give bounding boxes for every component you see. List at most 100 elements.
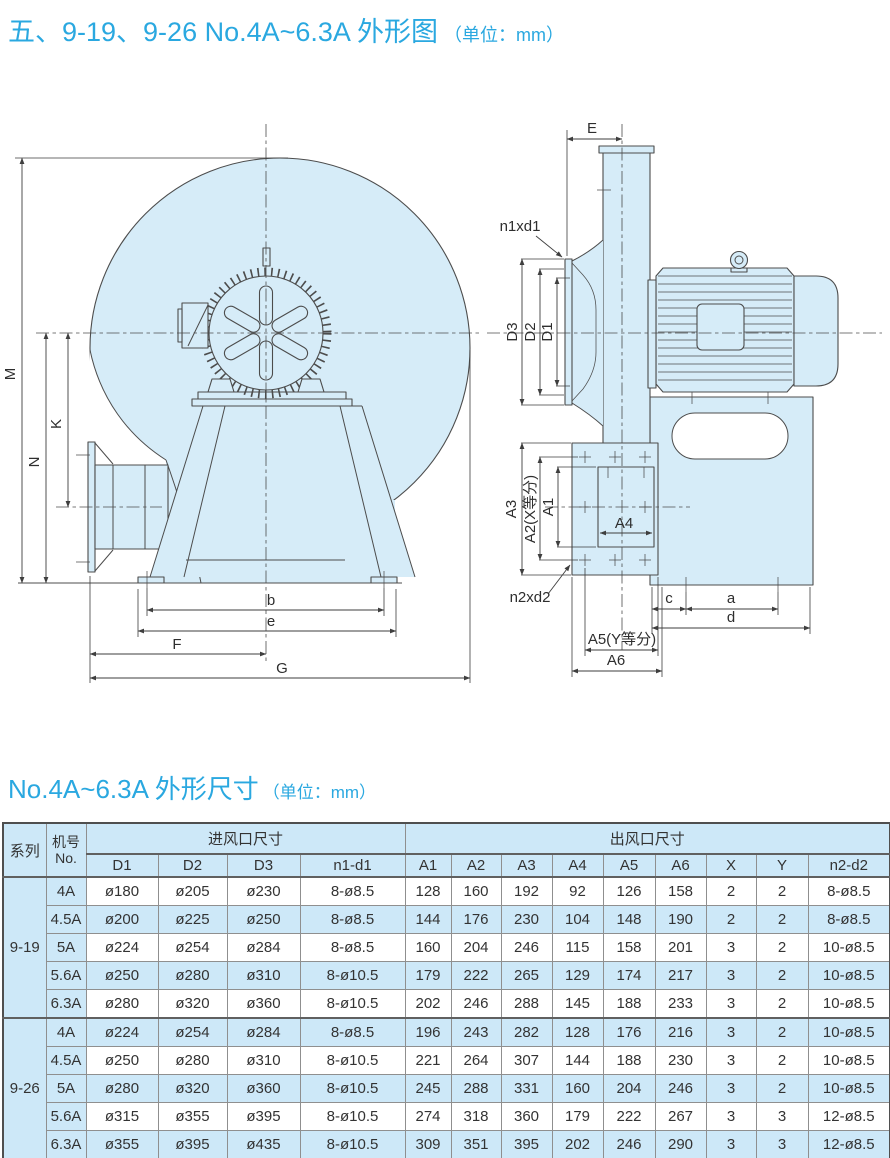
table-cell: 8-ø10.5 bbox=[299, 1102, 406, 1131]
dim-label-d: d bbox=[727, 609, 735, 626]
table-cell: ø355 bbox=[157, 1102, 228, 1131]
table-cell: ø360 bbox=[226, 989, 301, 1019]
table-cell: 104 bbox=[551, 905, 604, 934]
table-cell: 274 bbox=[404, 1102, 452, 1131]
table-cell: 8-ø8.5 bbox=[299, 876, 406, 906]
dim-label-D3: D3 bbox=[504, 322, 521, 341]
table-cell: 318 bbox=[450, 1102, 502, 1131]
table-cell: 230 bbox=[500, 905, 553, 934]
table-row: 4.5A ø250 ø280 ø310 8-ø10.5 221 264 307 … bbox=[3, 1046, 890, 1075]
table-cell: ø205 bbox=[157, 876, 228, 906]
table-cell: ø280 bbox=[85, 989, 159, 1019]
table-cell: ø310 bbox=[226, 1046, 301, 1075]
table-cell: 288 bbox=[450, 1074, 502, 1103]
table-cell: 2 bbox=[755, 1017, 809, 1047]
table-cell: 174 bbox=[602, 961, 656, 990]
header-inlet-group: 进风口尺寸 bbox=[85, 822, 406, 855]
motor-vent-slots bbox=[223, 285, 309, 381]
header-A5: A5 bbox=[602, 853, 656, 878]
table-cell: ø280 bbox=[157, 1046, 228, 1075]
table-cell: ø395 bbox=[226, 1102, 301, 1131]
table-cell: 160 bbox=[450, 876, 502, 906]
table-cell: ø250 bbox=[85, 961, 159, 990]
dim-label-G: G bbox=[276, 660, 288, 677]
table-cell: 3 bbox=[705, 1102, 757, 1131]
table-cell: 309 bbox=[404, 1130, 452, 1158]
table-cell: ø280 bbox=[157, 961, 228, 990]
table-cell: 188 bbox=[602, 1046, 656, 1075]
model-cell: 4A bbox=[45, 1017, 87, 1047]
model-cell: 5.6A bbox=[45, 961, 87, 990]
table-cell: 179 bbox=[404, 961, 452, 990]
table-cell: 3 bbox=[705, 1017, 757, 1047]
table-cell: 145 bbox=[551, 989, 604, 1019]
table-cell: 196 bbox=[404, 1017, 452, 1047]
header-series: 系列 bbox=[2, 822, 47, 878]
table-cell: 282 bbox=[500, 1017, 553, 1047]
dim-label-b: b bbox=[267, 592, 275, 609]
table-cell: 246 bbox=[450, 989, 502, 1019]
table-cell: 2 bbox=[755, 989, 809, 1019]
table-cell: 10-ø8.5 bbox=[807, 1017, 890, 1047]
table-cell: 243 bbox=[450, 1017, 502, 1047]
table-cell: 8-ø8.5 bbox=[807, 905, 890, 934]
table-cell: 2 bbox=[705, 876, 757, 906]
table-cell: 216 bbox=[654, 1017, 707, 1047]
table-cell: 3 bbox=[755, 1130, 809, 1158]
header-A2: A2 bbox=[450, 853, 502, 878]
table-cell: 230 bbox=[654, 1046, 707, 1075]
terminal-box bbox=[181, 302, 209, 349]
table-cell: ø310 bbox=[226, 961, 301, 990]
table-cell: 307 bbox=[500, 1046, 553, 1075]
header-D2: D2 bbox=[157, 853, 228, 878]
table-cell: 3 bbox=[755, 1102, 809, 1131]
table-cell: 115 bbox=[551, 933, 604, 962]
table-cell: 8-ø8.5 bbox=[299, 905, 406, 934]
dim-label-A6: A6 bbox=[607, 652, 625, 669]
eyebolt bbox=[729, 250, 749, 270]
table-cell: 126 bbox=[602, 876, 656, 906]
fan-outline-drawing: M N K b e F G bbox=[2, 120, 882, 683]
table-cell: 192 bbox=[500, 876, 553, 906]
table-cell: 222 bbox=[450, 961, 502, 990]
motor-endcap bbox=[793, 275, 839, 387]
table-cell: 3 bbox=[705, 961, 757, 990]
dim-label-n2xd2: n2xd2 bbox=[510, 589, 551, 606]
table-cell: 179 bbox=[551, 1102, 604, 1131]
table-cell: 10-ø8.5 bbox=[807, 1046, 890, 1075]
dim-label-E: E bbox=[587, 120, 597, 137]
table-cell: ø360 bbox=[226, 1074, 301, 1103]
header-D3: D3 bbox=[226, 853, 301, 878]
table-cell: 10-ø8.5 bbox=[807, 933, 890, 962]
table-cell: 3 bbox=[705, 1130, 757, 1158]
table-cell: 158 bbox=[654, 876, 707, 906]
header-n1-d1: n1-d1 bbox=[299, 853, 406, 878]
table-cell: 10-ø8.5 bbox=[807, 961, 890, 990]
side-dimension-lines bbox=[519, 136, 811, 674]
table-cell: ø225 bbox=[157, 905, 228, 934]
table-cell: ø315 bbox=[85, 1102, 159, 1131]
table-cell: ø200 bbox=[85, 905, 159, 934]
table-cell: 2 bbox=[755, 905, 809, 934]
header-Y: Y bbox=[755, 853, 809, 878]
table-row: 9-26 4A ø224 ø254 ø284 8-ø8.5 196 243 28… bbox=[2, 1017, 890, 1158]
dim-label-A3: A3 bbox=[503, 500, 520, 518]
dim-label-A5: A5(Y等分) bbox=[588, 630, 656, 648]
table-cell: ø284 bbox=[226, 933, 301, 962]
table-cell: ø435 bbox=[226, 1130, 301, 1158]
front-dimension-lines bbox=[19, 157, 471, 681]
model-cell: 5A bbox=[45, 933, 87, 962]
dim-label-a: a bbox=[727, 590, 736, 607]
table-cell: 245 bbox=[404, 1074, 452, 1103]
header-model-line1: 机号 bbox=[52, 833, 80, 850]
table-cell: 233 bbox=[654, 989, 707, 1019]
table-cell: 128 bbox=[404, 876, 452, 906]
table-cell: 2 bbox=[755, 933, 809, 962]
dim-label-K: K bbox=[48, 419, 65, 429]
table-cell: 8-ø10.5 bbox=[299, 961, 406, 990]
table-row: 5.6A ø250 ø280 ø310 8-ø10.5 179 222 265 … bbox=[3, 961, 890, 990]
header-A6: A6 bbox=[654, 853, 707, 878]
model-cell: 5A bbox=[45, 1074, 87, 1103]
shaft-top bbox=[262, 247, 271, 267]
table-cell: 160 bbox=[404, 933, 452, 962]
